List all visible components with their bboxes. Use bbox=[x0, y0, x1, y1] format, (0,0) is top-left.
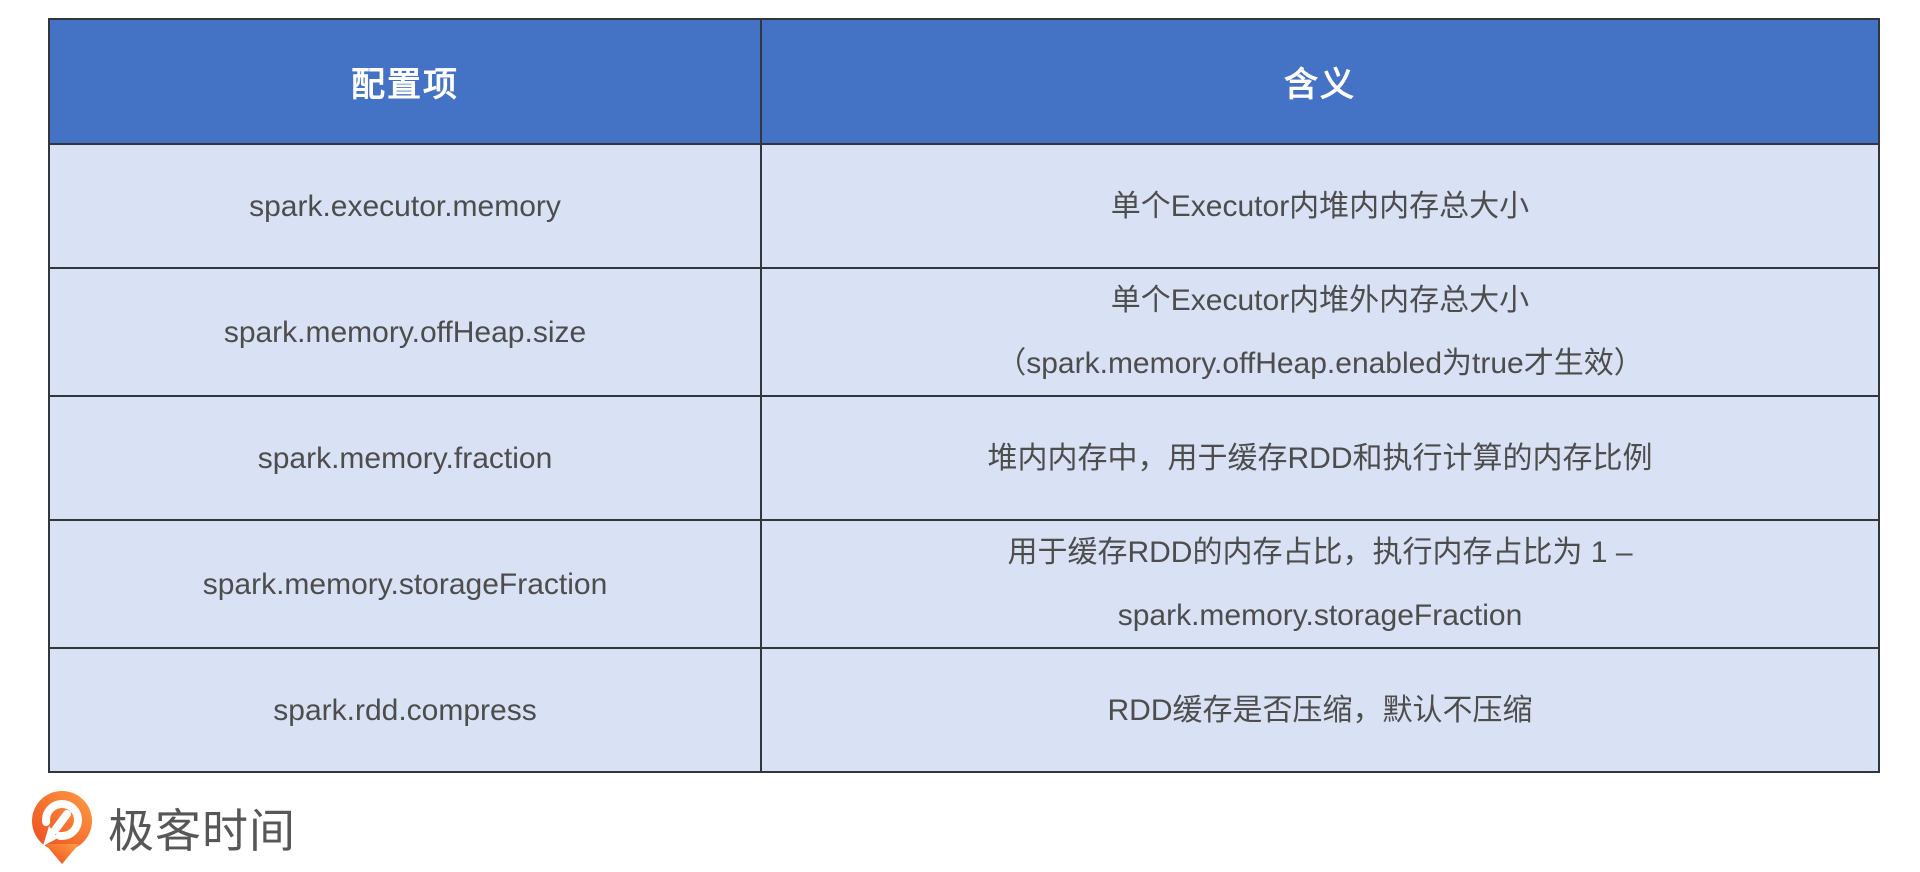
config-cell: spark.memory.fraction bbox=[48, 395, 762, 521]
config-cell: spark.memory.offHeap.size bbox=[48, 267, 762, 397]
meaning-cell: 堆内内存中，用于缓存RDD和执行计算的内存比例 bbox=[760, 395, 1880, 521]
column-header-meaning: 含义 bbox=[760, 18, 1880, 145]
table-row: spark.memory.offHeap.size 单个Executor内堆外内… bbox=[48, 267, 1880, 397]
table-row: spark.memory.fraction 堆内内存中，用于缓存RDD和执行计算… bbox=[48, 395, 1880, 521]
config-cell: spark.executor.memory bbox=[48, 143, 762, 269]
geektime-logo-icon bbox=[32, 791, 92, 864]
meaning-cell: RDD缓存是否压缩，默认不压缩 bbox=[760, 647, 1880, 773]
table-row: spark.rdd.compress RDD缓存是否压缩，默认不压缩 bbox=[48, 647, 1880, 773]
brand-name: 极客时间 bbox=[108, 805, 296, 857]
config-cell: spark.rdd.compress bbox=[48, 647, 762, 773]
table-row: spark.executor.memory 单个Executor内堆内内存总大小 bbox=[48, 143, 1880, 269]
config-cell: spark.memory.storageFraction bbox=[48, 519, 762, 649]
table-row: spark.memory.storageFraction 用于缓存RDD的内存占… bbox=[48, 519, 1880, 649]
column-header-config: 配置项 bbox=[48, 18, 762, 145]
meaning-cell: 单个Executor内堆外内存总大小 （spark.memory.offHeap… bbox=[760, 267, 1880, 397]
table-header-row: 配置项 含义 bbox=[48, 18, 1880, 145]
spark-config-table: 配置项 含义 spark.executor.memory 单个Executor内… bbox=[48, 18, 1880, 773]
meaning-cell: 用于缓存RDD的内存占比，执行内存占比为 1 – spark.memory.st… bbox=[760, 519, 1880, 649]
brand-footer: 极客时间 bbox=[30, 790, 296, 866]
meaning-cell: 单个Executor内堆内内存总大小 bbox=[760, 143, 1880, 269]
